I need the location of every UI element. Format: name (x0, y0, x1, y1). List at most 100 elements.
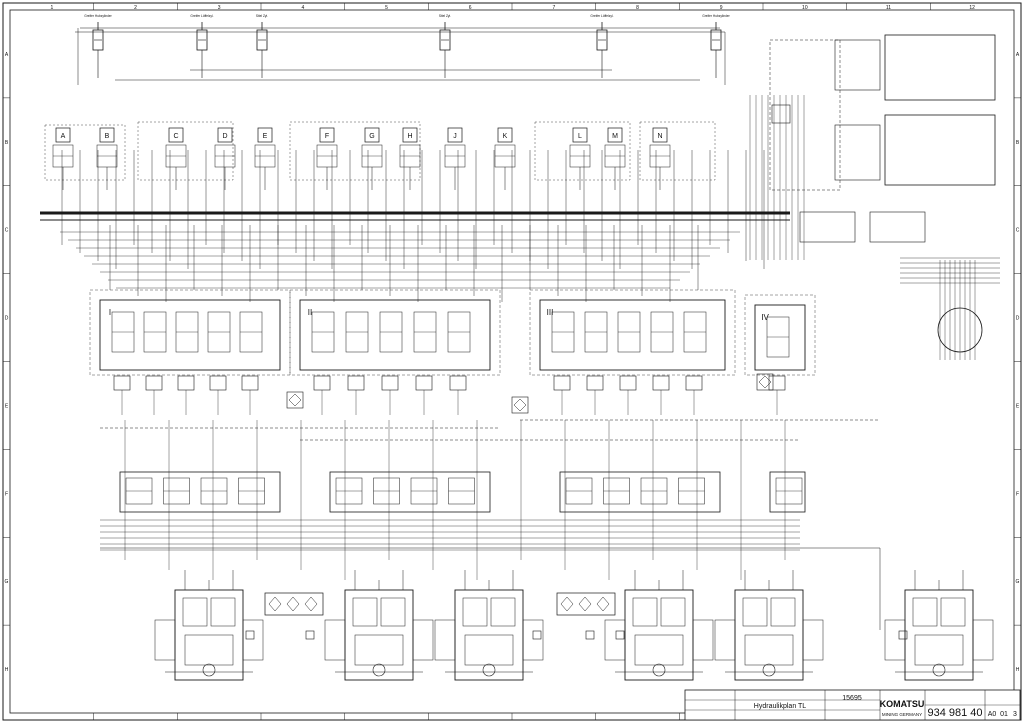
filter-symbol (286, 391, 304, 409)
filter-diamond (758, 375, 772, 389)
pump-regulator (914, 634, 964, 666)
cylinder: Greifer Hubzylinder (702, 14, 731, 78)
valve-d: D (214, 127, 236, 190)
check-valve (241, 375, 259, 391)
pump-regulator (354, 634, 404, 666)
filter-symbol (756, 373, 774, 391)
valve-letter: E (263, 133, 268, 140)
company-logo: KOMATSU (880, 699, 925, 709)
cooler-diamond (596, 596, 610, 612)
ref-number: 15695 (842, 695, 862, 702)
row-label: H (5, 667, 9, 673)
pilot-bank (329, 471, 491, 513)
filter-diamond (288, 393, 302, 407)
format-label: A0 (988, 711, 997, 718)
valve-letter: J (453, 133, 457, 140)
pump-side-box (692, 619, 714, 661)
check-valve (449, 375, 467, 391)
pump-unit (434, 570, 544, 681)
check-valve (415, 375, 433, 391)
pump-valve (352, 597, 378, 627)
cylinder-label: Greifer Hubzylinder (702, 14, 730, 18)
pump-side-box (972, 619, 994, 661)
filter-box (756, 373, 774, 391)
company-subtitle: MINING GERMANY (882, 712, 922, 717)
valve-letter-box (99, 127, 115, 143)
valve-group (137, 121, 234, 181)
row-label: F (1016, 491, 1019, 497)
column-label: 7 (552, 5, 555, 11)
pump-valve (770, 597, 796, 627)
block-label: III (547, 308, 554, 317)
row-label: A (1016, 52, 1020, 58)
valve-letter-box (607, 127, 623, 143)
cylinder-label: Greifer Löffelzyl. (190, 14, 213, 18)
drawing-number: 934 981 40 (927, 707, 982, 719)
pump-regulator (744, 634, 794, 666)
pump-valve (742, 597, 768, 627)
valve-letter: A (61, 133, 66, 140)
valve-a: A (52, 127, 74, 190)
row-label: E (1016, 403, 1020, 409)
column-label: 5 (385, 5, 388, 11)
valve-letter-box (447, 127, 463, 143)
check-valve (313, 375, 331, 391)
cylinder: Greifer Hubzylinder (84, 14, 113, 78)
pump-valve (660, 597, 686, 627)
pump-side-box (884, 619, 906, 661)
pump-valve (632, 597, 658, 627)
pump-side-box (604, 619, 626, 661)
row-label: G (5, 579, 9, 585)
circuit-lines (40, 27, 1000, 630)
pump-regulator (464, 634, 514, 666)
pump-symbol (482, 663, 496, 677)
row-label: F (5, 491, 8, 497)
valve-letter: H (407, 133, 412, 140)
filter-box (286, 391, 304, 409)
valve-letter-box (168, 127, 184, 143)
cooler-diamond (286, 596, 300, 612)
cooler-box (556, 592, 616, 616)
servo-block (884, 34, 996, 101)
column-label: 9 (720, 5, 723, 11)
title-text: Hydraulikplan TL (754, 703, 807, 710)
control-block: IV (744, 294, 816, 513)
cylinder: Greifer Löffelzyl. (190, 14, 214, 78)
row-label: H (1016, 667, 1020, 673)
control-block: III (529, 289, 736, 513)
sensor-box (532, 630, 542, 640)
valve-group (534, 121, 631, 181)
block-body (754, 304, 806, 371)
sheet-total: 3 (1013, 711, 1017, 718)
pump-symbol (372, 663, 386, 677)
pump-side-box (154, 619, 176, 661)
valve-letter-box (55, 127, 71, 143)
valve-m: M (604, 127, 626, 190)
block-frame (289, 289, 501, 376)
sheet-number: 01 (1000, 711, 1008, 718)
pump-symbol (652, 663, 666, 677)
valve-letter: N (657, 133, 662, 140)
check-valve (381, 375, 399, 391)
block-frame (744, 294, 816, 376)
cooler-module (556, 592, 616, 616)
column-label: 6 (469, 5, 472, 11)
valve-h: H (399, 127, 421, 190)
sensor-box (585, 630, 595, 640)
check-valve (113, 375, 131, 391)
column-label: 12 (969, 5, 975, 11)
valve-box (869, 211, 926, 243)
cooler-diamond (560, 596, 574, 612)
pump-side-box (324, 619, 346, 661)
column-label: 4 (301, 5, 304, 11)
column-label: 2 (134, 5, 137, 11)
valve-c: C (165, 127, 187, 190)
control-block: II (289, 289, 501, 513)
cooler-module (264, 592, 324, 616)
row-label: D (5, 316, 9, 322)
pump-valve (912, 597, 938, 627)
